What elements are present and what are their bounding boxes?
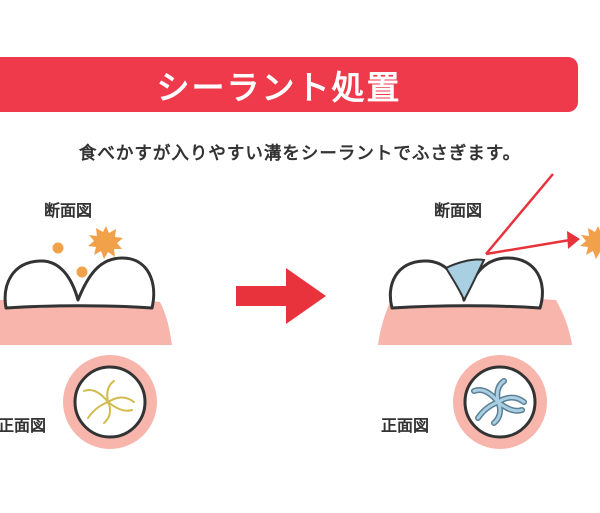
page-title: シーラント処置 <box>156 67 402 107</box>
left-gum <box>0 297 172 345</box>
bacteria-burst-icon-partial <box>580 226 600 259</box>
left-tooth-crown <box>3 256 156 310</box>
left-tooth-front-view <box>63 355 157 449</box>
sealant-groove-fill <box>472 379 526 425</box>
right-tooth-crown <box>388 256 544 310</box>
left-tooth-cross-section <box>0 226 172 345</box>
transition-arrow-icon <box>236 268 326 324</box>
sealant-fill <box>444 258 486 303</box>
right-tooth-cross-section <box>378 173 600 345</box>
right-gum <box>378 297 572 345</box>
left-cross-section-label: 断面図 <box>44 201 93 220</box>
title-banner: シーラント処置 <box>0 57 578 112</box>
left-front-view-label: 正面図 <box>0 416 47 435</box>
pointer-arrowhead-icon <box>567 231 580 249</box>
pointer-lines <box>485 173 571 256</box>
groove-lines-icon <box>83 380 135 424</box>
food-particle-icon <box>52 242 64 254</box>
right-cross-section-label: 断面図 <box>434 201 483 220</box>
right-front-view-label: 正面図 <box>381 416 430 435</box>
bacteria-burst-icon <box>88 226 123 259</box>
right-tooth-front-view <box>453 355 547 449</box>
description-text: 食べかすが入りやすい溝をシーラントでふさぎます。 <box>78 144 522 164</box>
food-particle-icon <box>76 266 88 278</box>
